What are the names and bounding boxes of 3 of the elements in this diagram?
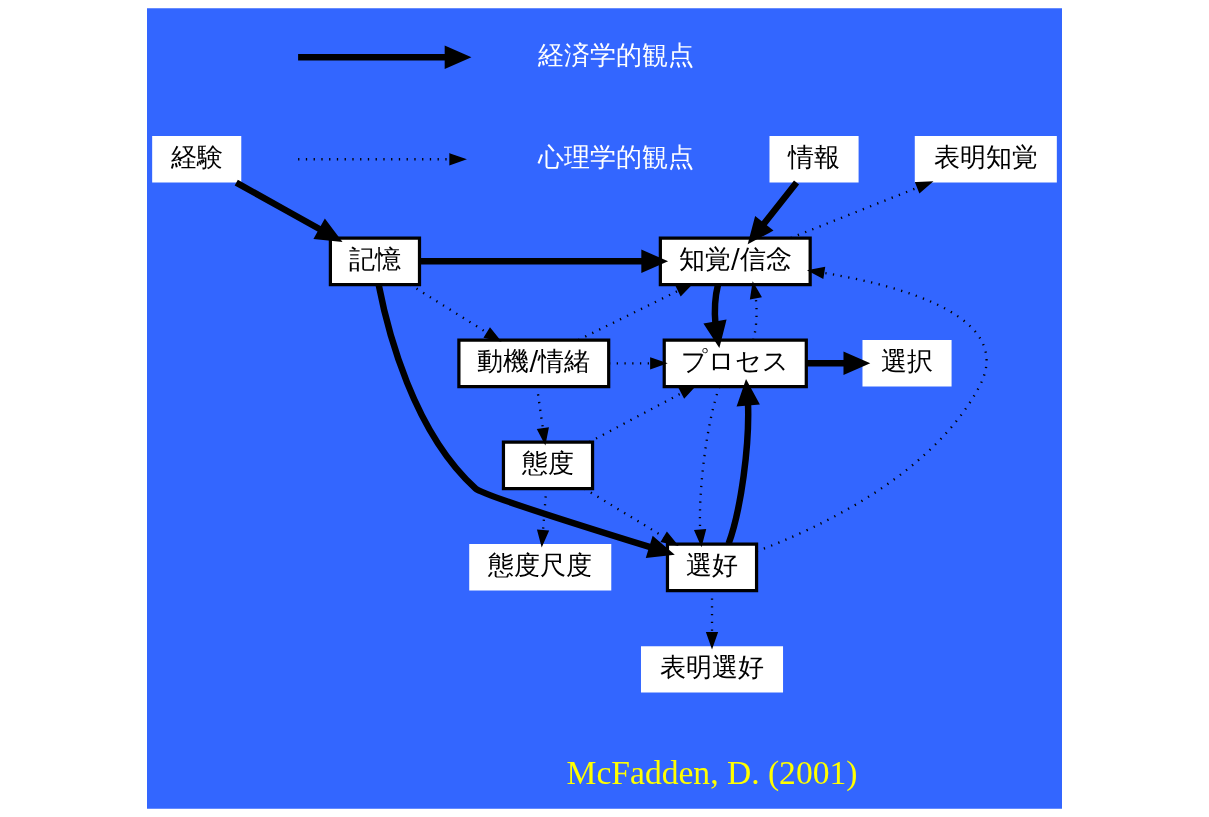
legend-label: 心理学的観点 bbox=[538, 141, 695, 172]
legend-label: 経済学的観点 bbox=[538, 39, 695, 70]
label: McFadden, D. (2001) bbox=[566, 754, 858, 792]
